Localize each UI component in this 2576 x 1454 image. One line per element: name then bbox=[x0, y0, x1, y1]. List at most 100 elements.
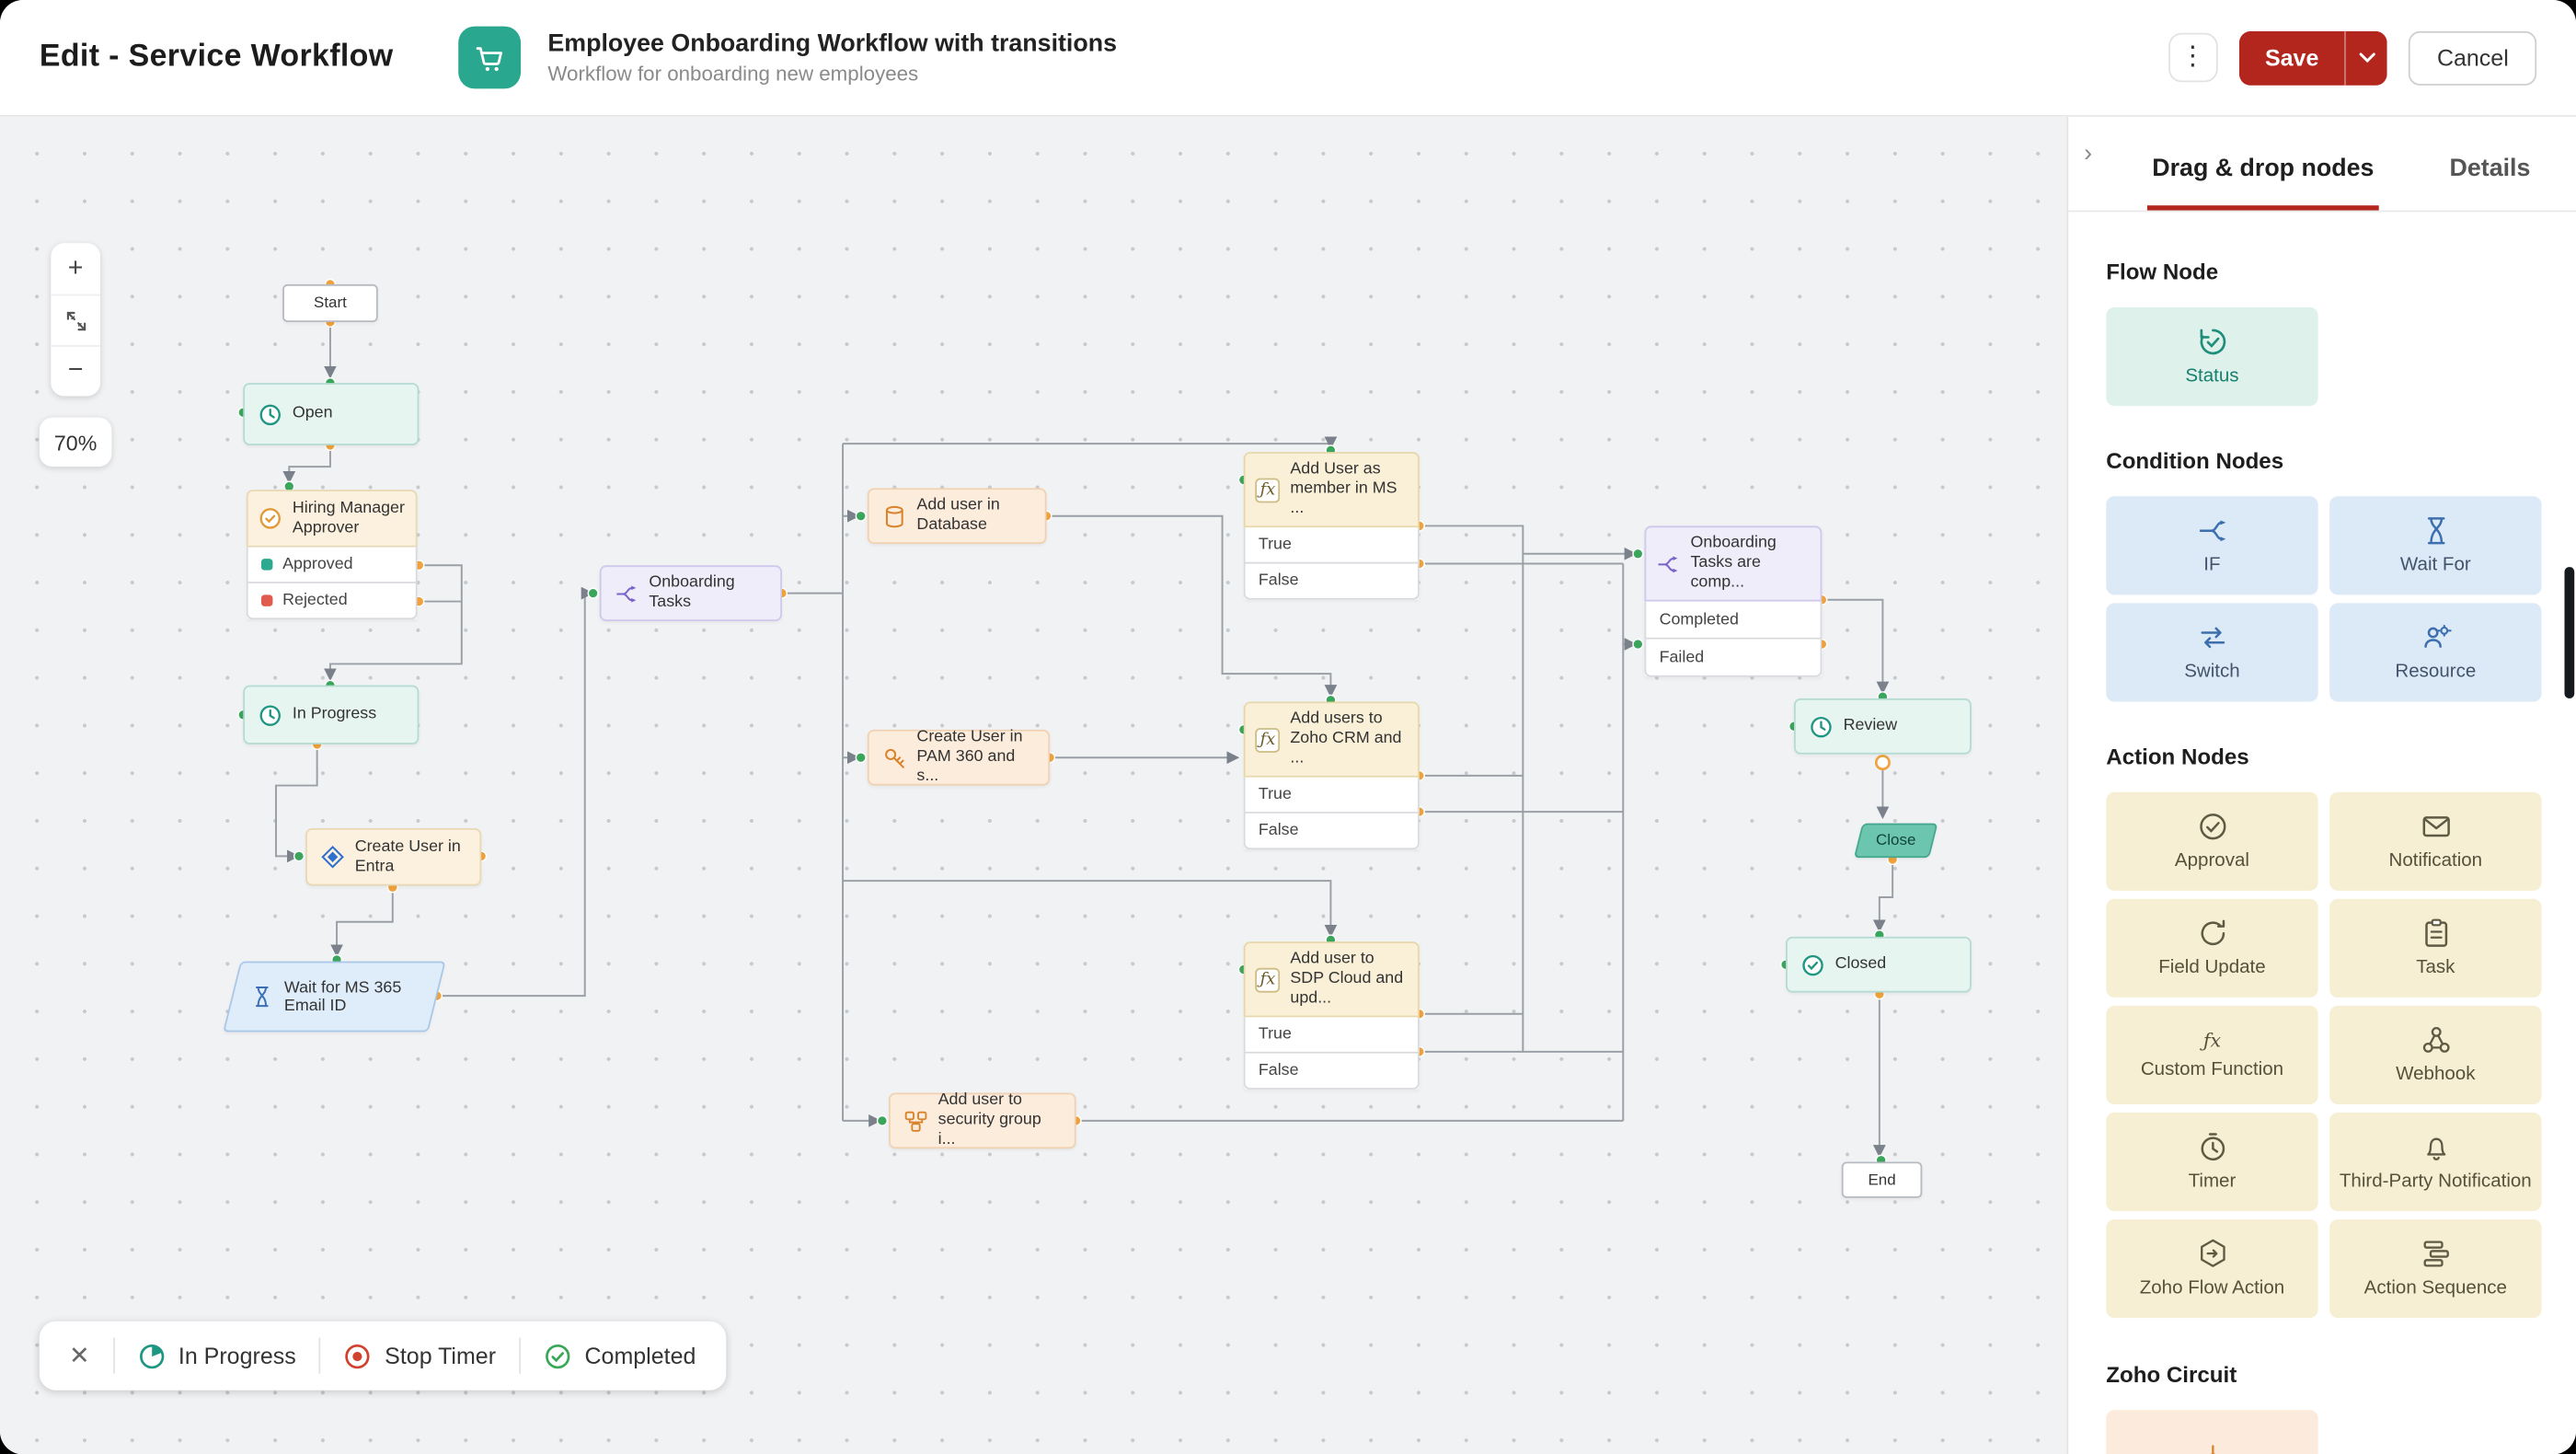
section-condition-nodes: Condition Nodes bbox=[2106, 448, 2284, 474]
node-fx-add-user-ms[interactable]: ƒx Add User as member in MS ... True Fal… bbox=[1243, 452, 1420, 600]
node-add-user-database[interactable]: Add user in Database bbox=[867, 488, 1047, 545]
fx-header[interactable]: ƒx Add users to Zoho CRM and ... bbox=[1243, 701, 1420, 778]
zoom-in-button[interactable]: + bbox=[51, 243, 100, 294]
palette-resource[interactable]: Resource bbox=[2329, 603, 2542, 702]
fx-icon: ƒx bbox=[1255, 966, 1281, 992]
node-in-progress[interactable]: In Progress bbox=[243, 685, 420, 744]
palette-zoho-flow-action[interactable]: Zoho Flow Action bbox=[2106, 1218, 2318, 1319]
node-security-group[interactable]: Add user to security group i... bbox=[889, 1090, 1076, 1149]
failed-label: Failed bbox=[1659, 648, 1705, 667]
legend-in-progress[interactable]: In Progress bbox=[114, 1334, 318, 1377]
condition-nodes-grid: IF Wait For Switch Resource bbox=[2106, 496, 2542, 702]
node-review-label: Review bbox=[1843, 716, 1898, 735]
condition-header[interactable]: Onboarding Tasks are comp... bbox=[1644, 525, 1823, 602]
node-review[interactable]: Review bbox=[1793, 698, 1972, 755]
node-fx-add-user-sdp[interactable]: ƒx Add user to SDP Cloud and upd... True… bbox=[1243, 941, 1420, 1090]
save-dropdown-button[interactable] bbox=[2344, 30, 2388, 85]
fx-header[interactable]: ƒx Add user to SDP Cloud and upd... bbox=[1243, 941, 1420, 1018]
workflow-cart-icon bbox=[458, 26, 522, 89]
zoho-circuit-grid bbox=[2106, 1410, 2539, 1454]
palette-notification[interactable]: Notification bbox=[2329, 791, 2542, 891]
fx-header[interactable]: ƒx Add User as member in MS ... bbox=[1243, 452, 1420, 528]
legend-stop-timer-label: Stop Timer bbox=[385, 1342, 497, 1369]
false-label: False bbox=[1258, 571, 1299, 591]
node-start[interactable]: Start bbox=[282, 283, 378, 322]
scrollbar-thumb[interactable] bbox=[2564, 567, 2575, 698]
node-open[interactable]: Open bbox=[243, 383, 420, 445]
false-label: False bbox=[1258, 1061, 1299, 1080]
node-wait-ms365[interactable]: Wait for MS 365 Email ID bbox=[223, 961, 446, 1033]
palette-zoho-flow-action-label: Zoho Flow Action bbox=[2139, 1278, 2285, 1299]
more-options-button[interactable]: ⋮ bbox=[2168, 32, 2218, 83]
node-closed[interactable]: Closed bbox=[1786, 936, 1972, 993]
palette-webhook[interactable]: Webhook bbox=[2329, 1005, 2542, 1104]
approver-label: Hiring Manager Approver bbox=[292, 498, 405, 537]
legend-completed-label: Completed bbox=[584, 1342, 696, 1369]
legend-divider bbox=[112, 1337, 115, 1374]
tab-drag-drop-nodes[interactable]: Drag & drop nodes bbox=[2146, 155, 2379, 211]
palette-timer-label: Timer bbox=[2188, 1171, 2237, 1192]
palette-zoho-circuit-item[interactable] bbox=[2106, 1410, 2318, 1454]
node-security-group-label: Add user to security group i... bbox=[937, 1090, 1041, 1149]
transition-true[interactable]: True bbox=[1243, 527, 1420, 564]
node-fx-add-users-crm[interactable]: ƒx Add users to Zoho CRM and ... True Fa… bbox=[1243, 701, 1420, 850]
save-button[interactable]: Save bbox=[2238, 30, 2345, 85]
palette-timer[interactable]: Timer bbox=[2106, 1112, 2318, 1212]
transition-rejected[interactable]: Rejected bbox=[246, 583, 418, 620]
palette-field-update[interactable]: Field Update bbox=[2106, 898, 2318, 998]
legend-close-icon[interactable]: ✕ bbox=[68, 1342, 90, 1371]
palette-custom-function[interactable]: ƒx Custom Function bbox=[2106, 1005, 2318, 1104]
panel-collapse-chevron-icon[interactable]: › bbox=[2084, 139, 2093, 168]
palette-resource-label: Resource bbox=[2395, 662, 2477, 683]
transition-completed[interactable]: Completed bbox=[1644, 601, 1823, 640]
palette-wait-for[interactable]: Wait For bbox=[2329, 496, 2542, 595]
palette-status[interactable]: Status bbox=[2106, 306, 2318, 407]
node-end[interactable]: End bbox=[1841, 1161, 1923, 1198]
transition-false[interactable]: False bbox=[1243, 1053, 1420, 1090]
approval-seal-icon bbox=[259, 508, 281, 529]
node-create-pam[interactable]: Create User in PAM 360 and s... bbox=[867, 728, 1051, 786]
node-onboarding-complete[interactable]: Onboarding Tasks are comp... Completed F… bbox=[1644, 525, 1823, 677]
resource-person-icon bbox=[2423, 625, 2451, 649]
fit-screen-button[interactable] bbox=[51, 294, 100, 345]
flow-hexagon-icon bbox=[2200, 1240, 2225, 1268]
palette-third-party-notification[interactable]: Third-Party Notification bbox=[2329, 1112, 2542, 1212]
status-clock-icon bbox=[259, 704, 281, 726]
palette-switch[interactable]: Switch bbox=[2106, 603, 2318, 702]
approver-header[interactable]: Hiring Manager Approver bbox=[246, 490, 418, 548]
sequence-stack-icon bbox=[2422, 1241, 2448, 1267]
save-split-button: Save bbox=[2238, 30, 2388, 85]
stop-timer-icon bbox=[345, 1344, 370, 1368]
transition-failed[interactable]: Failed bbox=[1644, 639, 1823, 677]
switch-arrows-icon bbox=[2200, 627, 2225, 649]
palette-action-sequence[interactable]: Action Sequence bbox=[2329, 1218, 2542, 1319]
node-hiring-manager-approver[interactable]: Hiring Manager Approver Approved Rejecte… bbox=[246, 490, 418, 620]
zoom-out-button[interactable]: − bbox=[51, 344, 100, 397]
cancel-button[interactable]: Cancel bbox=[2409, 30, 2537, 85]
rejected-bullet-icon bbox=[260, 594, 273, 606]
node-close[interactable]: Close bbox=[1853, 823, 1938, 859]
approved-label: Approved bbox=[282, 555, 353, 574]
palette-approval[interactable]: Approval bbox=[2106, 791, 2318, 891]
true-label: True bbox=[1258, 785, 1292, 804]
transition-true[interactable]: True bbox=[1243, 1017, 1420, 1054]
node-create-entra[interactable]: Create User in Entra bbox=[305, 827, 482, 886]
onboarding-complete-label: Onboarding Tasks are comp... bbox=[1690, 534, 1777, 592]
transition-approved[interactable]: Approved bbox=[246, 547, 418, 583]
palette-task[interactable]: Task bbox=[2329, 898, 2542, 998]
tab-details[interactable]: Details bbox=[2449, 154, 2531, 183]
node-onboarding-tasks[interactable]: Onboarding Tasks bbox=[599, 565, 782, 621]
legend-stop-timer[interactable]: Stop Timer bbox=[321, 1334, 520, 1377]
true-label: True bbox=[1258, 536, 1292, 554]
transition-false[interactable]: False bbox=[1243, 813, 1420, 850]
palette-if[interactable]: IF bbox=[2106, 496, 2318, 595]
transition-false[interactable]: False bbox=[1243, 563, 1420, 600]
palette-notification-label: Notification bbox=[2388, 851, 2483, 871]
database-icon bbox=[885, 504, 903, 527]
legend-completed[interactable]: Completed bbox=[521, 1334, 719, 1377]
palette-action-sequence-label: Action Sequence bbox=[2363, 1278, 2507, 1299]
in-progress-icon bbox=[139, 1344, 164, 1368]
transition-true[interactable]: True bbox=[1243, 777, 1420, 814]
palette-custom-function-label: Custom Function bbox=[2140, 1058, 2284, 1079]
palette-if-label: IF bbox=[2203, 555, 2221, 576]
